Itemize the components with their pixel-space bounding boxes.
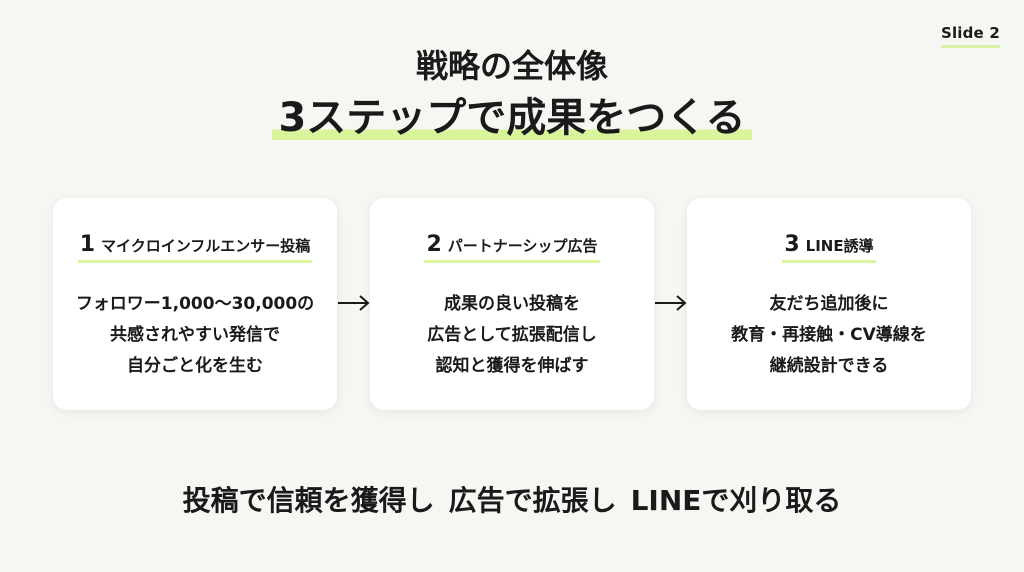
step-body-line: 共感されやすい発信で [110,325,280,345]
step-body-line: フォロワー1,000〜30,000の [75,294,315,314]
title-line-2: 3ステップで成果をつくる [272,92,752,144]
step-title-1: マイクロインフルエンサー投稿 [101,237,311,255]
title-line-1: 戦略の全体像 [415,47,608,85]
step-heading-2: 2 パートナーシップ広告 [424,232,600,263]
step-number-1: 1 [79,232,96,257]
step-number-3: 3 [784,232,800,257]
step-title-2: パートナーシップ広告 [447,237,598,255]
step-heading-1: 1 マイクロインフルエンサー投稿 [77,232,313,263]
tagline: 投稿で信頼を獲得し広告で拡張し LINEで刈り取る [0,481,1024,521]
step-body-1: フォロワー1,000〜30,000の 共感されやすい発信で 自分ごと化を生む [53,289,337,382]
step-body-line: 継続設計できる [769,356,889,376]
step-body-line: 自分ごと化を生む [127,356,263,376]
step-body-line: 友だち追加後に [769,294,889,314]
step-card-3: 3 LINE誘導 友だち追加後に 教育・再接触・CV導線を 継続設計できる [687,198,971,410]
step-body-line: 広告として拡張配信し [427,325,597,345]
step-heading-3: 3 LINE誘導 [782,232,876,263]
step-card-2: 2 パートナーシップ広告 成果の良い投稿を 広告として拡張配信し 認知と獲得を伸ば… [370,198,654,410]
step-card-1: 1 マイクロインフルエンサー投稿 フォロワー1,000〜30,000の 共感されや… [53,198,337,410]
step-body-line: 教育・再接触・CV導線を [731,325,927,345]
step-body-line: 成果の良い投稿を [444,294,580,314]
tagline-part-1: 投稿で信頼を獲得し [182,484,435,517]
tagline-part-2: 広告で拡張し [448,484,617,517]
tagline-part-3: LINEで刈り取る [630,484,842,517]
step-body-line: 認知と獲得を伸ばす [435,356,589,376]
step-number-2: 2 [426,232,442,257]
step-body-2: 成果の良い投稿を 広告として拡張配信し 認知と獲得を伸ばす [370,289,654,382]
slide-title: 戦略の全体像 3ステップで成果をつくる [0,40,1024,144]
slide-number: Slide 2 [940,24,1000,48]
arrow-right-icon [338,295,370,311]
step-title-3: LINE誘導 [805,237,874,255]
arrow-right-icon [655,295,687,311]
step-body-3: 友だち追加後に 教育・再接触・CV導線を 継続設計できる [687,289,971,382]
